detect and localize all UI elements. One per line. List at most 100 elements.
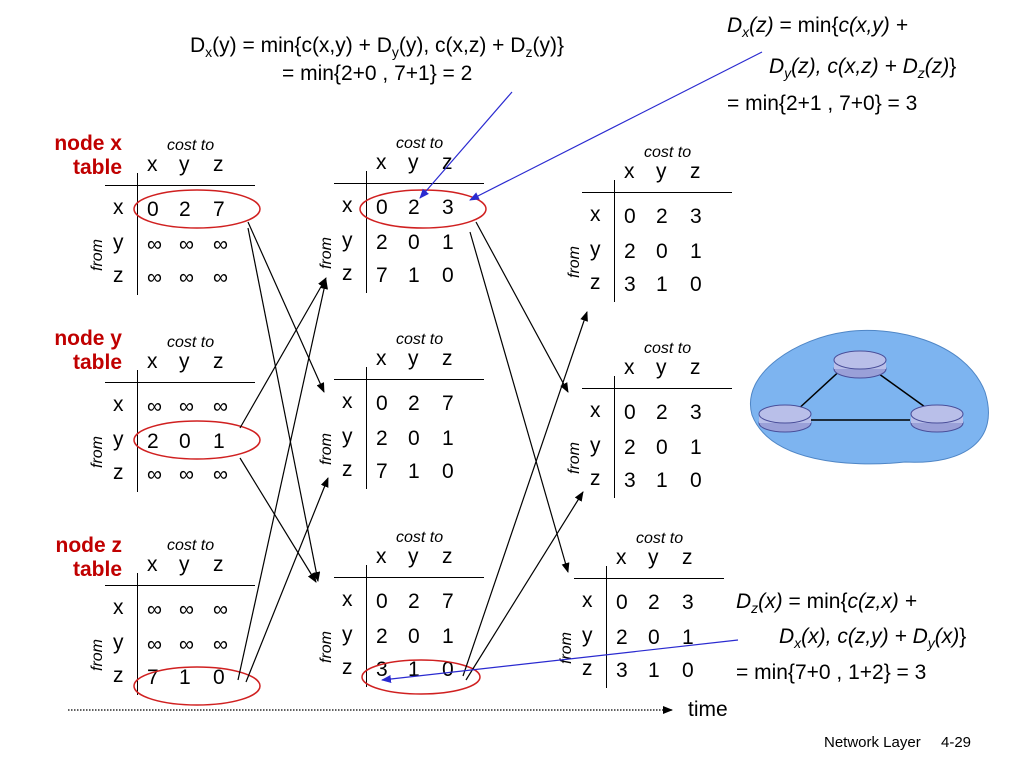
formula-dx-z-line1: Dx(z) = min{c(x,y) + — [727, 14, 908, 41]
network-link-yz — [867, 365, 933, 413]
row-header: y — [113, 231, 124, 254]
row-header: z — [342, 656, 353, 679]
table-row-divider — [137, 370, 138, 492]
table-cell: 3 — [442, 196, 454, 219]
table-cell: 3 — [624, 469, 636, 492]
column-header: x — [616, 546, 627, 569]
table-header-divider — [582, 388, 732, 389]
table-cell: 2 — [616, 626, 628, 649]
column-header: z — [213, 153, 224, 176]
table-cell: ∞ — [179, 395, 194, 418]
table-cell: 0 — [442, 460, 454, 483]
table-cell: ∞ — [147, 633, 162, 656]
cost-to-label: cost to — [167, 334, 215, 351]
table-cell: 3 — [690, 205, 702, 228]
network-node-y-label: y — [855, 349, 867, 376]
from-label: from — [318, 237, 335, 269]
column-header: z — [442, 545, 453, 568]
table-cell: 0 — [179, 430, 191, 453]
table-cell: 1 — [408, 264, 420, 287]
table-cell: 1 — [656, 273, 668, 296]
table-cell: 0 — [624, 401, 636, 424]
table-cell: 3 — [376, 658, 388, 681]
table-header-divider — [334, 183, 484, 184]
table-cell: 2 — [147, 430, 159, 453]
network-cloud — [749, 329, 989, 465]
row-header: y — [342, 425, 353, 448]
formula-dz-x-line3: = min{7+0 , 1+2} = 3 — [736, 661, 927, 684]
from-label: from — [566, 442, 583, 474]
table-cell: ∞ — [213, 598, 228, 621]
cost-to-label: cost to — [167, 137, 215, 154]
table-cell: 1 — [690, 436, 702, 459]
arrow-x-to-y-t1 — [247, 221, 325, 393]
formula-dz-x-line2: Dx(x), c(z,y) + Dy(x)} — [779, 625, 967, 652]
table-cell: 0 — [616, 591, 628, 614]
formula-dx-z-line3: = min{2+1 , 7+0} = 3 — [727, 92, 918, 115]
row-header: y — [590, 238, 601, 261]
table-cell: 2 — [408, 590, 420, 613]
table-cell: 0 — [408, 231, 420, 254]
column-header: z — [690, 356, 701, 379]
table-cell: 2 — [656, 401, 668, 424]
from-label: from — [89, 436, 106, 468]
table-row-divider — [614, 180, 615, 302]
table-cell: 1 — [408, 460, 420, 483]
column-header: y — [408, 347, 419, 370]
formula-dx-y-line2: = min{2+0 , 7+1} = 2 — [282, 62, 473, 85]
formula-dx-y-line1: Dx(y) = min{c(x,y) + Dy(y), c(x,z) + Dz(… — [190, 34, 564, 61]
column-header: y — [408, 545, 419, 568]
table-cell: 1 — [690, 240, 702, 263]
row-header: x — [342, 194, 353, 217]
column-header: y — [179, 553, 190, 576]
node-z-label: node z table — [55, 534, 123, 581]
arrow-z-to-x-t2 — [462, 311, 588, 677]
column-header: z — [690, 160, 701, 183]
row-header: z — [113, 461, 124, 484]
cost-to-label: cost to — [636, 530, 684, 547]
table-cell: 1 — [682, 626, 694, 649]
network-node-z-label: z — [928, 403, 941, 433]
cost-to-label: cost to — [396, 135, 444, 152]
table-cell: 3 — [616, 659, 628, 682]
column-header: y — [179, 350, 190, 373]
table-cell: 2 — [648, 591, 660, 614]
column-header: y — [179, 153, 190, 176]
table-cell: 0 — [690, 469, 702, 492]
column-header: y — [408, 151, 419, 174]
formula-dz-x-line1: Dz(x) = min{c(z,x) + — [736, 590, 917, 617]
row-header: z — [582, 657, 593, 680]
table-row-divider — [137, 573, 138, 695]
table-cell: 2 — [179, 198, 191, 221]
table-cell: 3 — [682, 591, 694, 614]
table-cell: 0 — [656, 240, 668, 263]
arrow-y-to-z-t1 — [239, 457, 317, 583]
table-cell: 7 — [376, 264, 388, 287]
table-row-divider — [137, 173, 138, 295]
cost-to-label: cost to — [644, 340, 692, 357]
row-header: x — [113, 596, 124, 619]
from-label: from — [566, 246, 583, 278]
node-x-label: node x table — [54, 132, 122, 179]
row-header: x — [342, 588, 353, 611]
network-link-cost-xz: 7 — [858, 436, 870, 458]
cost-to-label: cost to — [396, 331, 444, 348]
table-header-divider — [582, 192, 732, 193]
table-cell: ∞ — [213, 233, 228, 256]
time-axis-label: time — [688, 698, 728, 721]
row-header: x — [342, 390, 353, 413]
table-cell: 7 — [442, 392, 454, 415]
formula-dx-z-line2: Dy(z), c(x,z) + Dz(z)} — [769, 55, 957, 82]
row-header: y — [113, 428, 124, 451]
row-header: z — [342, 458, 353, 481]
table-cell: 2 — [656, 205, 668, 228]
table-header-divider — [574, 578, 724, 579]
column-header: z — [442, 151, 453, 174]
table-cell: 2 — [376, 231, 388, 254]
table-cell: 0 — [648, 626, 660, 649]
table-header-divider — [334, 379, 484, 380]
column-header: z — [682, 546, 693, 569]
arrow-x-to-z-t1 — [247, 227, 321, 582]
table-cell: 2 — [624, 240, 636, 263]
column-header: x — [376, 151, 387, 174]
